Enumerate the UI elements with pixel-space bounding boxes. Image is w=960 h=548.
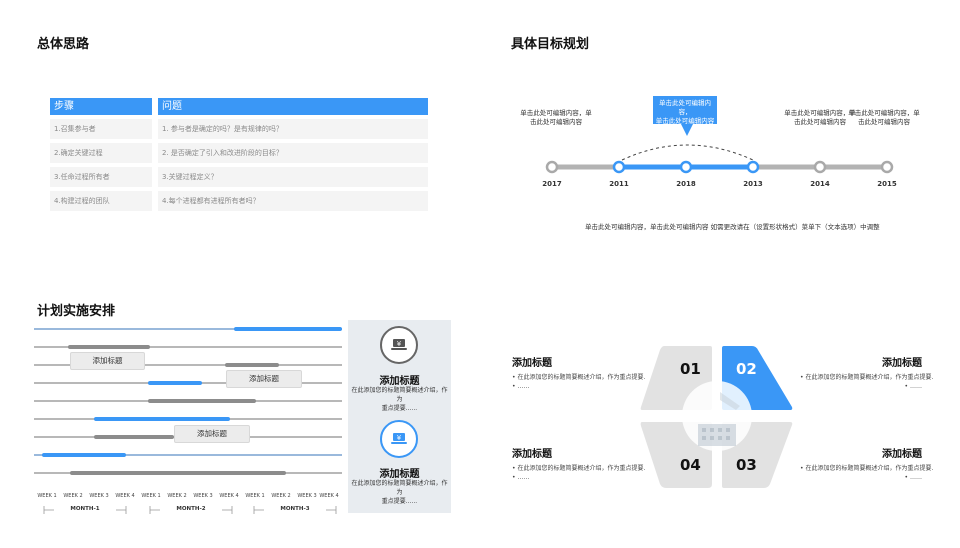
- timeline-node: [880, 160, 894, 174]
- timeline-year: 2011: [609, 180, 629, 188]
- quad-diagram: [640, 346, 793, 488]
- gantt-week: WEEK 1: [141, 493, 161, 499]
- gantt-bar: [68, 345, 150, 349]
- table-cell-question: 1. 参与者是确定的吗？是有规律的吗？: [158, 119, 428, 139]
- timeline-year: 2017: [542, 180, 562, 188]
- gantt-label: 添加标题: [174, 425, 250, 443]
- side-card-desc: 在此添加您的标题简要概述介绍，作为重点提要......: [351, 387, 448, 412]
- section-title-overall: 总体思路: [37, 37, 90, 52]
- timeline-callout: 单击此处可编辑内容，单击此处可编辑内容: [653, 96, 717, 125]
- gantt-week: WEEK 1: [245, 493, 265, 499]
- quad-block-left-top: 添加标题 • 在此添加您的标题简要概述介绍，作为重点提要. • ……: [512, 358, 646, 390]
- gantt-chart: 添加标题 添加标题 添加标题 WEEK 1 WEEK 2 WEEK 3 WEEK…: [34, 320, 342, 520]
- gantt-week: WEEK 4: [219, 493, 239, 499]
- timeline-node: [679, 160, 693, 174]
- table-cell-question: 4.每个进程都有进程所有者吗？: [158, 191, 428, 211]
- side-panel: ¥ 添加标题 在此添加您的标题简要概述介绍，作为重点提要...... ¥ 添加标…: [348, 320, 451, 513]
- svg-text:¥: ¥: [397, 434, 402, 442]
- gantt-bar: [70, 471, 286, 475]
- timeline-note: 单击此处可编辑内容，单击此处可编辑内容: [784, 109, 856, 126]
- gantt-week: WEEK 3: [297, 493, 317, 499]
- building-photo: [698, 392, 740, 446]
- gantt-week: WEEK 3: [193, 493, 213, 499]
- gantt-month: MONTH-1: [54, 506, 116, 512]
- timeline-year: 2013: [743, 180, 763, 188]
- gantt-bar: [94, 435, 174, 439]
- gantt-bar: [148, 381, 202, 385]
- gantt-month: MONTH-3: [264, 506, 326, 512]
- timeline-year: 2015: [877, 180, 897, 188]
- gantt-bar: [225, 363, 279, 367]
- quad-number-03: 03: [736, 456, 757, 474]
- yen-laptop-icon: ¥: [391, 339, 407, 350]
- dashed-arc: [621, 144, 754, 161]
- timeline-node: [813, 160, 827, 174]
- gantt-bar: [234, 327, 342, 331]
- gantt-row-line: [34, 364, 342, 366]
- table-header-question: 问题: [158, 98, 428, 115]
- gantt-week: WEEK 1: [37, 493, 57, 499]
- table-header-step: 步骤: [50, 98, 152, 115]
- side-card-desc: 在此添加您的标题简要概述介绍，作为重点提要......: [351, 480, 448, 505]
- gantt-week: WEEK 2: [271, 493, 291, 499]
- quad-number-04: 04: [680, 456, 701, 474]
- gantt-bar: [148, 399, 256, 403]
- quad-block-right-bottom: 添加标题 • 在此添加您的标题简要概述介绍，作为重点提要. • ……: [800, 449, 934, 481]
- timeline-track: [545, 124, 894, 174]
- timeline-node: [612, 160, 626, 174]
- timeline-footer: 单击此处可编辑内容，单击此处可编辑内容 如需更改请在（设置形状格式）菜单下（文本…: [585, 223, 880, 231]
- timeline-year: 2018: [676, 180, 696, 188]
- table-cell-step: 3.任命过程所有者: [50, 167, 152, 187]
- section-title-goals: 具体目标规划: [511, 37, 590, 52]
- gantt-week: WEEK 2: [63, 493, 83, 499]
- quad-block-left-bottom: 添加标题 • 在此添加您的标题简要概述介绍，作为重点提要. • ……: [512, 449, 646, 481]
- gantt-label: 添加标题: [70, 352, 145, 370]
- gantt-month: MONTH-2: [160, 506, 222, 512]
- callout-pointer: [681, 124, 693, 136]
- timeline-year: 2014: [810, 180, 830, 188]
- side-card-icon-ring: ¥: [380, 326, 418, 364]
- gantt-bar: [94, 417, 230, 421]
- gantt-week: WEEK 4: [319, 493, 339, 499]
- yen-laptop-icon: ¥: [391, 433, 407, 444]
- gantt-row-line: [34, 454, 342, 456]
- side-card-title: 添加标题: [379, 376, 420, 387]
- side-card-icon-ring: ¥: [380, 420, 418, 458]
- timeline-note: 单击此处可编辑内容，单击此处可编辑内容: [520, 109, 592, 126]
- gantt-row-line: [34, 328, 342, 330]
- table-cell-step: 4.构建过程的团队: [50, 191, 152, 211]
- side-card-title: 添加标题: [379, 469, 420, 480]
- timeline-node: [545, 160, 559, 174]
- timeline-node: [746, 160, 760, 174]
- gantt-week: WEEK 4: [115, 493, 135, 499]
- gantt-label: 添加标题: [226, 370, 302, 388]
- svg-text:¥: ¥: [397, 340, 402, 348]
- table-cell-question: 3.关键过程定义？: [158, 167, 428, 187]
- gantt-bar: [42, 453, 126, 457]
- gantt-row-line: [34, 346, 342, 348]
- table-cell-question: 2. 是否确定了引入和改进阶段的目标？: [158, 143, 428, 163]
- timeline-note: 单击此处可编辑内容，单击此处可编辑内容: [848, 109, 920, 126]
- gantt-week: WEEK 3: [89, 493, 109, 499]
- quad-number-02: 02: [736, 360, 757, 378]
- quad-number-01: 01: [680, 360, 701, 378]
- table-cell-step: 1.召集参与者: [50, 119, 152, 139]
- table-cell-step: 2.确定关键过程: [50, 143, 152, 163]
- quad-block-right-top: 添加标题 • 在此添加您的标题简要概述介绍，作为重点提要. • ……: [800, 358, 934, 390]
- section-title-plan: 计划实施安排: [37, 304, 116, 319]
- gantt-week: WEEK 2: [167, 493, 187, 499]
